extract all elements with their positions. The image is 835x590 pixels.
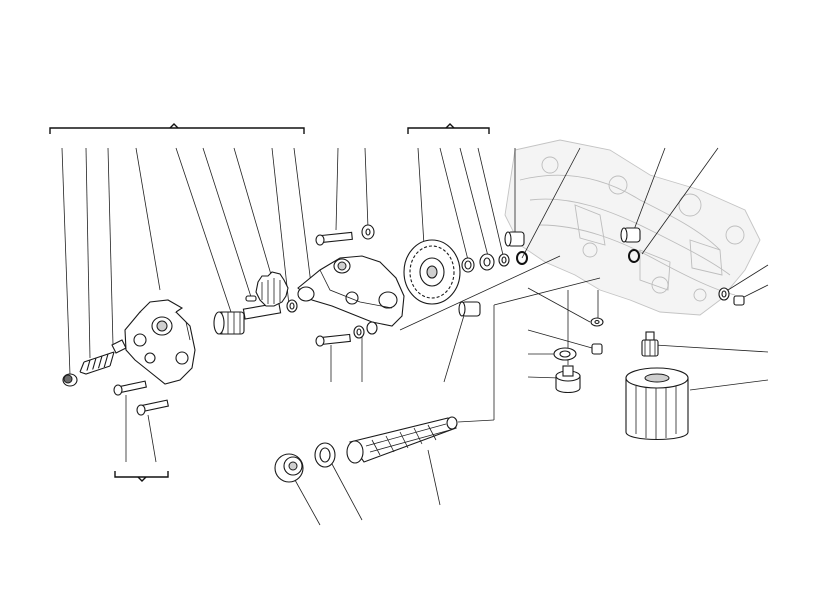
relief-valve-plunger — [111, 339, 127, 354]
pump-cover-screw-top — [315, 231, 353, 246]
pump-body-screw-2 — [136, 399, 169, 416]
strainer-plug — [274, 453, 304, 483]
relief-valve-plug — [62, 373, 78, 387]
drain-plug — [555, 365, 581, 394]
dowel-pin — [245, 295, 257, 302]
filter-nipple — [641, 331, 659, 357]
drain-washer-small — [590, 317, 604, 327]
pump-cover-screw-bottom — [315, 333, 351, 347]
pump-cover — [297, 255, 405, 327]
pump-drive-gear — [403, 239, 461, 305]
relief-valve-spring — [79, 351, 115, 375]
plug-screw-right — [733, 295, 745, 306]
small-washer — [286, 299, 298, 313]
bushing-2 — [620, 227, 641, 243]
drain-washer — [553, 347, 577, 361]
strainer-seal — [314, 442, 336, 468]
bracket-gear-group — [407, 123, 490, 134]
pump-cover-washer-top — [361, 224, 375, 240]
pump-inner-gear — [213, 311, 245, 335]
oil-pressure-switch — [591, 343, 603, 355]
sealing-ring-right — [718, 287, 730, 301]
oil-pickup-strainer — [346, 416, 458, 464]
pump-cover-washer-bottom-2 — [366, 321, 378, 335]
pump-body-screw-1 — [113, 380, 147, 396]
pickup-bushing — [458, 301, 481, 317]
pump-cover-washer-bottom — [353, 325, 365, 339]
oil-pump-body — [124, 299, 196, 385]
bracket-screws — [114, 471, 169, 482]
circlip-1 — [516, 251, 528, 265]
gear-washer-3 — [498, 253, 510, 267]
circlip-2 — [628, 249, 640, 263]
gear-washer-1 — [461, 257, 475, 273]
gear-washer-2 — [479, 253, 495, 271]
bushing-1 — [504, 231, 525, 247]
pump-shaft — [242, 302, 282, 320]
leader-lines — [61, 147, 769, 526]
oil-filter-cartridge — [625, 367, 689, 441]
bracket-pump-assembly — [49, 123, 305, 134]
pump-outer-gear — [255, 271, 289, 307]
